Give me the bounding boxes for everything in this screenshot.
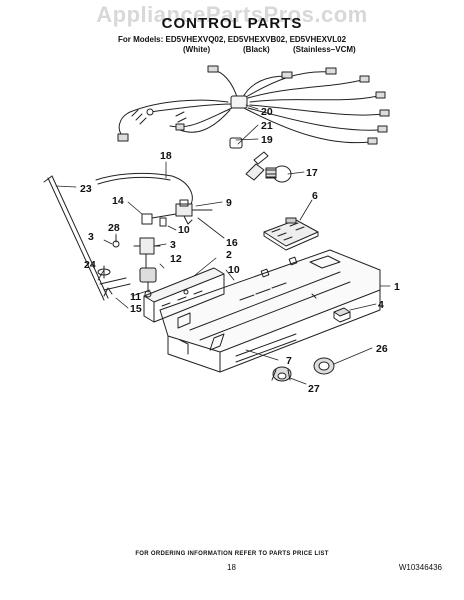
control-housing: [159, 249, 381, 373]
watermark: AppliancePartsPros.com: [96, 2, 368, 27]
callout-11: 11: [130, 291, 141, 303]
callout-3b: 3: [170, 239, 176, 251]
small-fasteners: [97, 235, 131, 297]
callout-24: 24: [84, 259, 96, 271]
callout-20: 20: [261, 106, 273, 118]
callout-2: 2: [226, 249, 232, 261]
tubing: [95, 172, 193, 207]
callout-10b: 10: [228, 264, 240, 276]
callout-17: 17: [306, 167, 318, 179]
wire-harness: [117, 65, 390, 145]
mounting-bracket: [143, 267, 225, 323]
callout-18: 18: [160, 150, 172, 162]
callout-12: 12: [170, 253, 182, 265]
document-number: W10346436: [398, 563, 442, 572]
callout-3a: 3: [88, 231, 94, 243]
page-number: 18: [227, 563, 236, 572]
callout-15: 15: [130, 303, 142, 315]
switch-assembly: [141, 199, 213, 227]
callout-14: 14: [112, 195, 124, 207]
leader-lines: [55, 104, 391, 385]
callout-4: 4: [378, 299, 384, 311]
variant-black: (Black): [243, 45, 270, 54]
thermostat-control: [133, 237, 161, 298]
control-board: [263, 217, 319, 251]
callout-10a: 10: [178, 224, 190, 236]
page-title: CONTROL PARTS: [161, 15, 303, 32]
variant-stainless: (Stainless–VCM): [293, 45, 356, 54]
callout-21: 21: [261, 120, 273, 132]
callout-6: 6: [312, 190, 318, 202]
callout-7: 7: [286, 355, 292, 367]
control-rod: [43, 175, 109, 301]
ordering-info: FOR ORDERING INFORMATION REFER TO PARTS …: [135, 551, 329, 557]
light-bulb: [265, 165, 292, 183]
callout-28: 28: [108, 222, 120, 234]
variant-white: (White): [183, 45, 211, 54]
model-list: For Models: ED5VHEXVQ02, ED5VHEXVB02, ED…: [117, 35, 347, 44]
callout-19: 19: [261, 134, 273, 146]
callout-27: 27: [308, 383, 320, 395]
callout-9: 9: [226, 197, 232, 209]
callout-16: 16: [226, 237, 238, 249]
control-knob: [313, 357, 335, 375]
damper: [311, 293, 351, 323]
bulb-socket: [229, 137, 269, 181]
callout-26: 26: [376, 343, 388, 355]
callout-23: 23: [80, 183, 92, 195]
knob: [271, 366, 292, 382]
callout-1: 1: [394, 281, 400, 293]
